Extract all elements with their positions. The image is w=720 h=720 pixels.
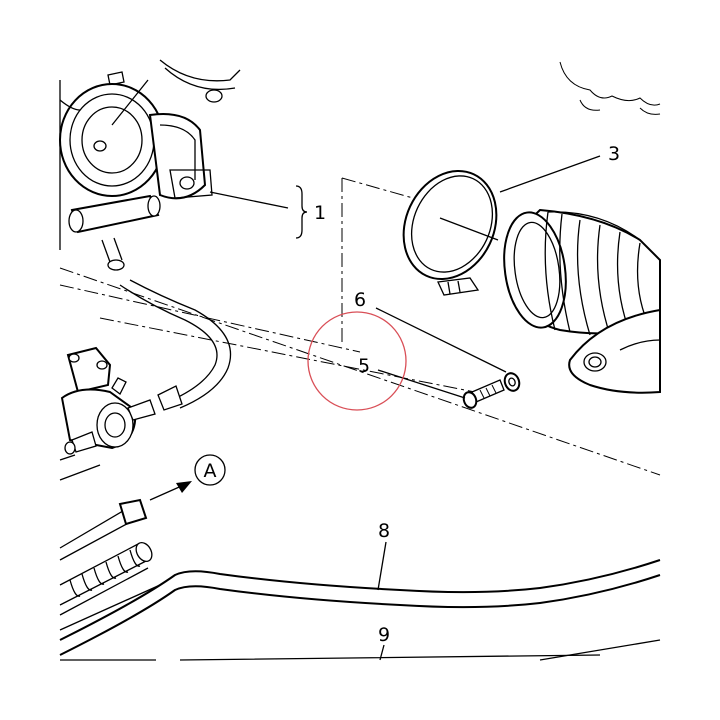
callout-6: 6 [354, 289, 366, 311]
view-a-label: A [204, 460, 217, 482]
callout-8-leader [377, 541, 387, 591]
callout-6-leader [375, 307, 507, 373]
pipe-8 [59, 559, 661, 656]
pipe-9 [60, 639, 661, 661]
vacuum-pump [59, 346, 156, 481]
callout-9-leader [379, 644, 385, 661]
callout-8: 8 [378, 520, 390, 542]
engine-contour [559, 61, 661, 115]
bolt [462, 379, 505, 409]
washer [503, 372, 521, 392]
throttle-body-assembly [59, 59, 241, 271]
assembly-center-lines [59, 177, 661, 476]
callout-5-highlight-circle [307, 311, 407, 411]
callout-9: 9 [378, 624, 390, 646]
callout-5: 5 [358, 355, 370, 377]
callout-1-leader [209, 185, 308, 239]
callout-5-leader [377, 369, 466, 399]
fuel-pipes [59, 498, 161, 631]
vacuum-hose [119, 279, 232, 411]
hose-clamp [402, 169, 499, 296]
callout-3: 3 [608, 143, 620, 165]
callout-3-leader [499, 155, 601, 193]
view-a-marker [149, 454, 226, 501]
intake-hose [503, 208, 661, 394]
callout-1: 1 [314, 202, 326, 224]
